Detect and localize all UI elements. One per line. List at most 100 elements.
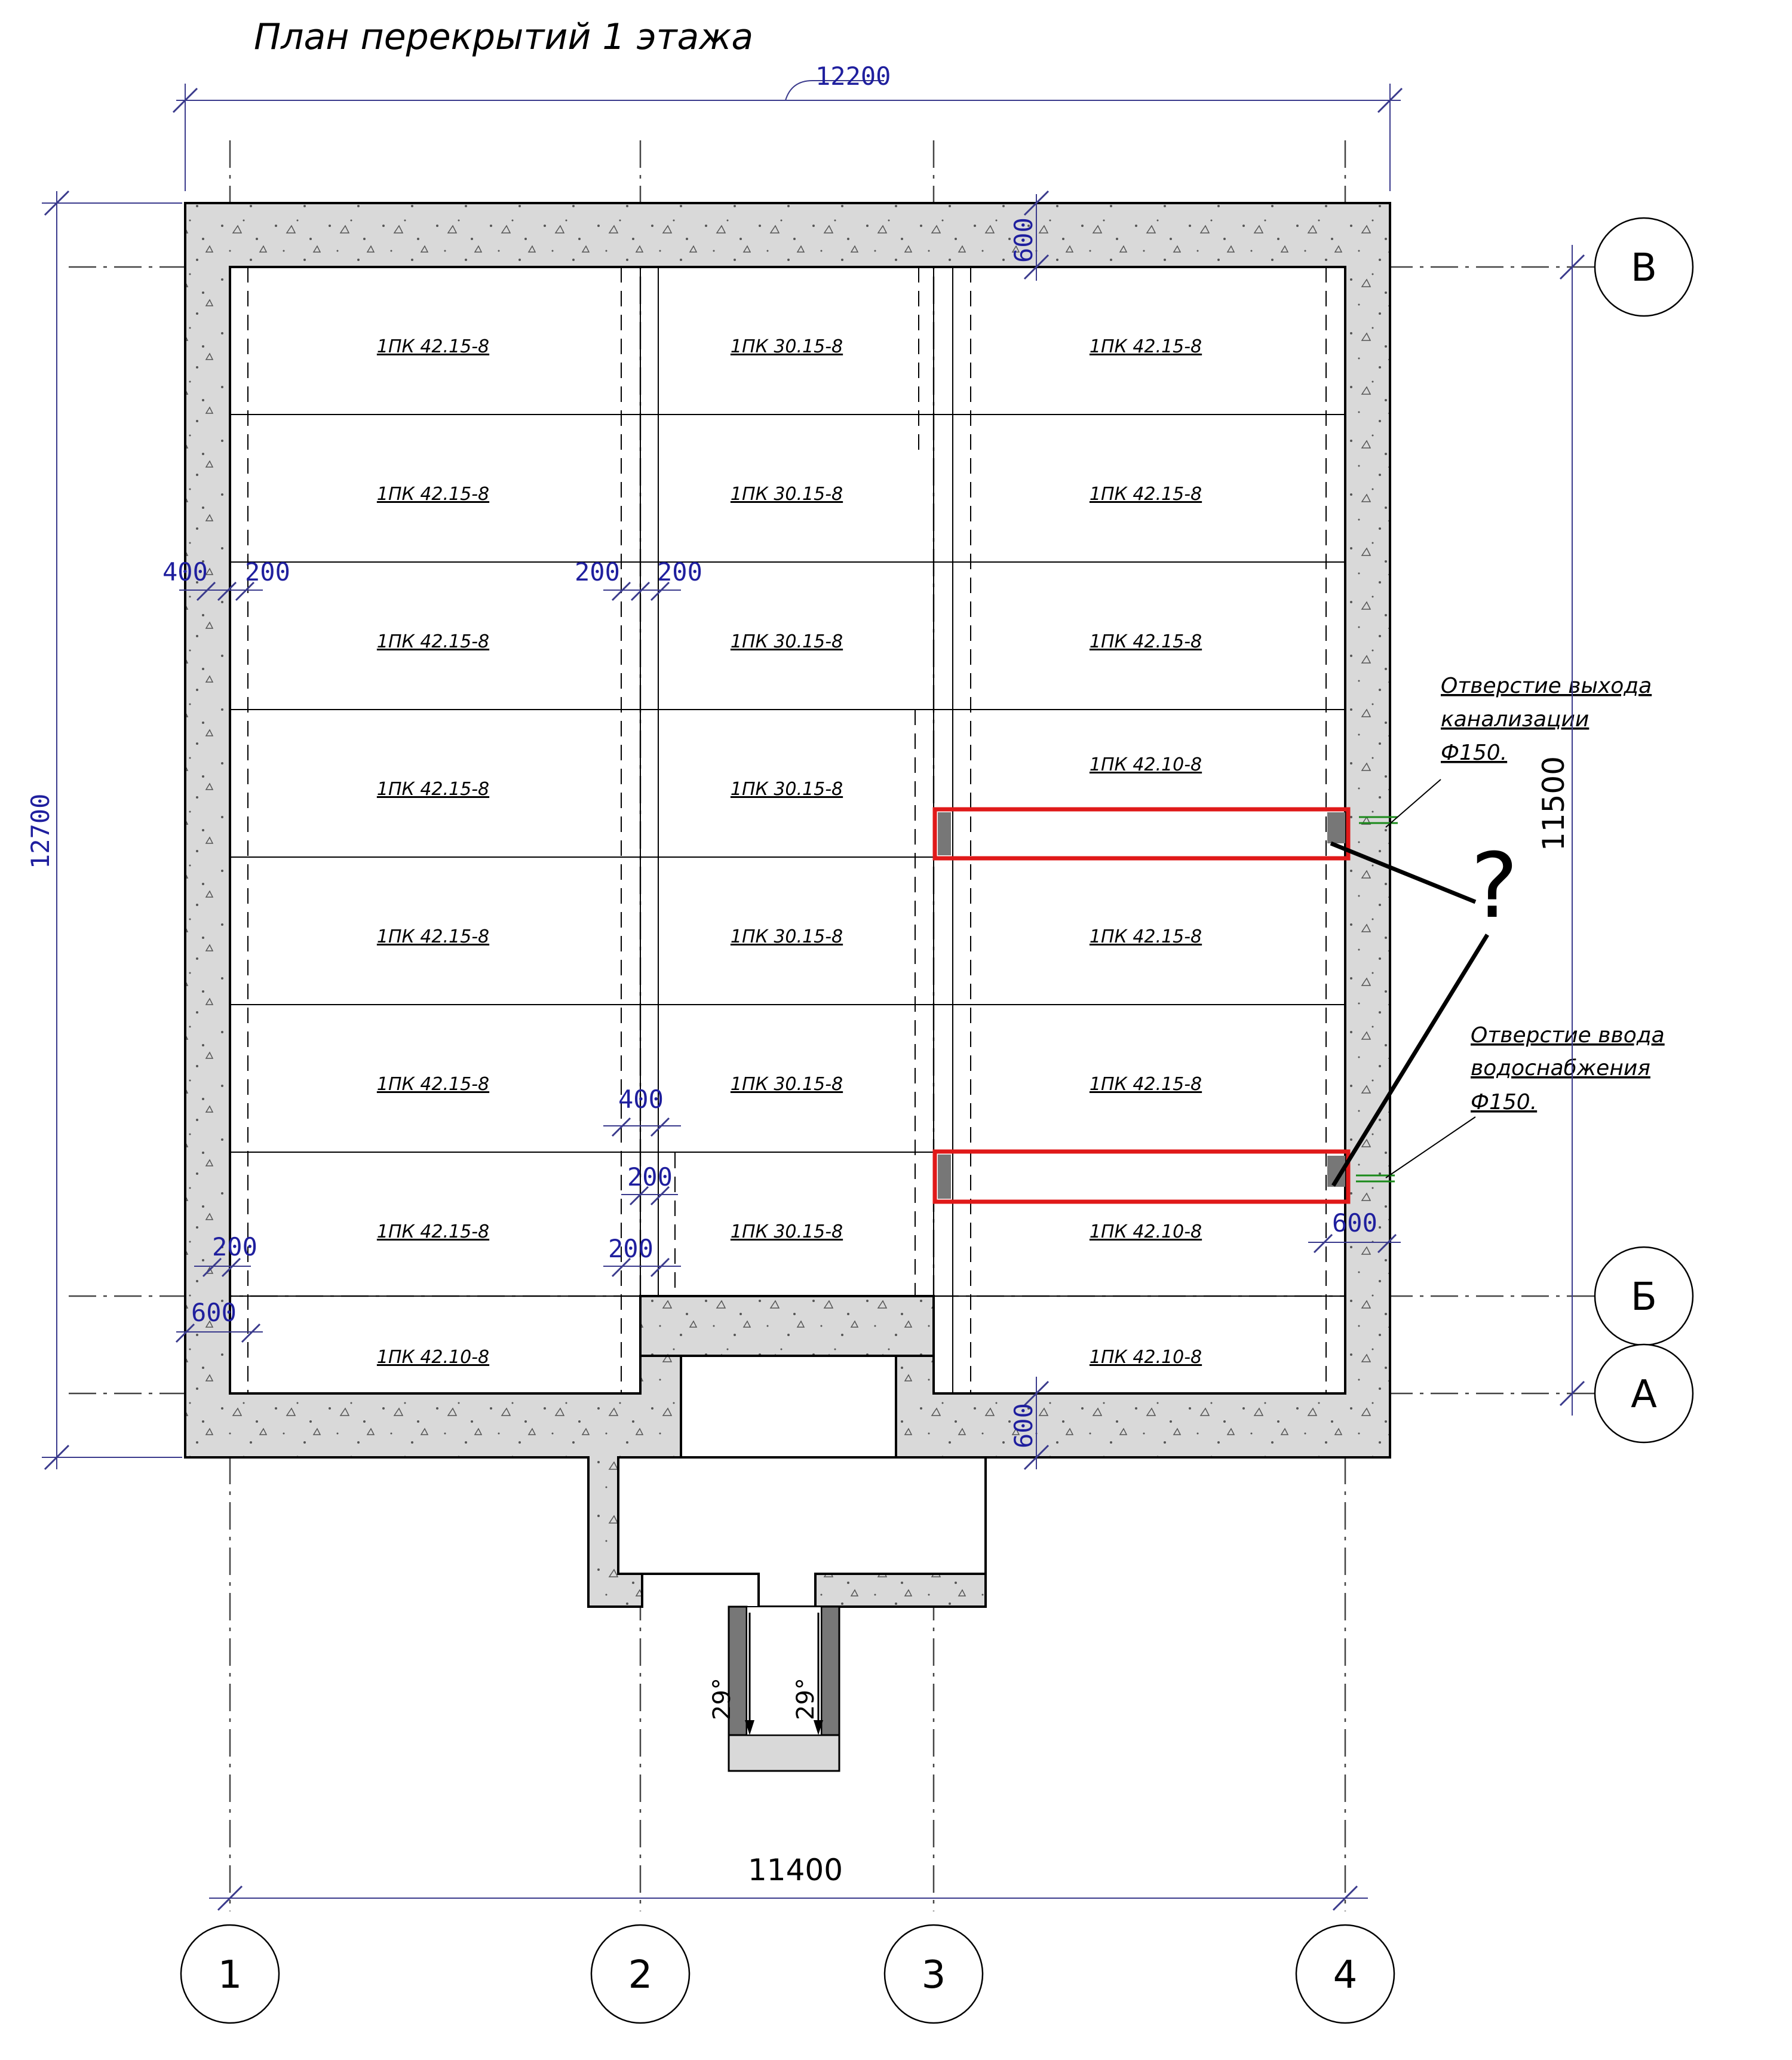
gap-fill-lower-left bbox=[938, 1155, 951, 1199]
slab-label: 1ПК 42.15-8 bbox=[1090, 336, 1202, 357]
dim-tick bbox=[196, 581, 216, 601]
grid-bubble-a bbox=[1594, 1343, 1694, 1444]
dim-tick bbox=[1559, 254, 1585, 280]
dim-tick bbox=[611, 1117, 631, 1137]
stair-landing bbox=[728, 1734, 840, 1772]
water-note-leader bbox=[1385, 1116, 1476, 1178]
grid-bubble-1 bbox=[180, 1924, 280, 2024]
dim-tick bbox=[44, 1444, 70, 1470]
dim-tick bbox=[650, 581, 670, 601]
dim-axis-height: 11500 bbox=[1536, 756, 1571, 851]
grid-bubble-4 bbox=[1295, 1924, 1395, 2024]
dim-tick bbox=[1332, 1885, 1358, 1911]
middle-cross-wall bbox=[639, 1295, 935, 1357]
dim-600-lower-left: 600 bbox=[191, 1298, 237, 1327]
slab-label: 1ПК 42.15-8 bbox=[377, 336, 489, 357]
stair-arrowhead-right bbox=[814, 1720, 823, 1735]
dim-tick bbox=[611, 581, 631, 601]
slab-label: 1ПК 30.15-8 bbox=[731, 926, 843, 947]
stair-angle-left: 29° bbox=[708, 1678, 736, 1720]
dim-tick bbox=[172, 87, 198, 113]
dim-tick bbox=[650, 1117, 670, 1137]
slab-label: 1ПК 42.15-8 bbox=[377, 484, 489, 505]
dim-tick bbox=[44, 190, 70, 216]
dim-200-mid-b: 200 bbox=[657, 557, 702, 587]
grid-label-2: 2 bbox=[628, 1953, 653, 1997]
dim-tick bbox=[175, 1323, 195, 1343]
dim-tick bbox=[217, 581, 237, 601]
dim-600-bottom: 600 bbox=[1009, 1403, 1038, 1448]
dim-tick bbox=[241, 1323, 261, 1343]
dim-tick bbox=[1313, 1233, 1333, 1254]
dim-tick bbox=[629, 1186, 649, 1206]
slab-label: 1ПК 42.15-8 bbox=[1090, 1074, 1202, 1095]
slab-label: 1ПК 30.15-8 bbox=[731, 484, 843, 505]
drawing-title: План перекрытий 1 этажа bbox=[254, 16, 753, 58]
dim-200-left: 200 bbox=[245, 557, 290, 587]
grid-label-a: А bbox=[1631, 1373, 1657, 1417]
gap-fill-upper-right bbox=[1327, 812, 1345, 843]
grid-label-v: В bbox=[1631, 246, 1657, 290]
dim-tick bbox=[1023, 190, 1050, 216]
sewer-note-line: Ф150. bbox=[1441, 741, 1507, 765]
water-note: Отверстие ввода водоснабжения Ф150. bbox=[1385, 1023, 1665, 1178]
dim-tick bbox=[202, 1257, 222, 1278]
dim-leader bbox=[785, 80, 884, 101]
grid-bubble-2 bbox=[590, 1924, 691, 2024]
slab-label: 1ПК 42.15-8 bbox=[377, 926, 489, 947]
slab-label: 1ПК 42.15-8 bbox=[1090, 631, 1202, 652]
water-note-line: водоснабжения bbox=[1471, 1056, 1650, 1080]
water-note-line: Ф150. bbox=[1471, 1090, 1537, 1115]
dim-tick bbox=[630, 581, 650, 601]
highlight-box-upper bbox=[932, 807, 1351, 861]
dim-tick bbox=[1559, 1380, 1585, 1407]
dim-overall-height: 12700 bbox=[26, 794, 55, 869]
slab-label: 1ПК 42.15-8 bbox=[377, 1221, 489, 1242]
sewer-note-leader bbox=[1385, 779, 1441, 828]
dim-tick bbox=[1377, 1233, 1397, 1254]
slab-label: 1ПК 42.15-8 bbox=[377, 1074, 489, 1095]
slab-label: 1ПК 42.15-8 bbox=[377, 631, 489, 652]
slab-label: 1ПК 30.15-8 bbox=[731, 779, 843, 800]
slab-label: 1ПК 42.15-8 bbox=[1090, 926, 1202, 947]
dim-600-right: 600 bbox=[1332, 1208, 1377, 1238]
sewer-note: Отверстие выхода канализации Ф150. bbox=[1385, 674, 1652, 828]
dim-tick bbox=[217, 1885, 243, 1911]
question-leader-upper bbox=[1330, 841, 1477, 904]
grid-label-4: 4 bbox=[1333, 1953, 1358, 1997]
dim-tick bbox=[1023, 1380, 1050, 1407]
slab-labels: 1ПК 42.15-8 1ПК 42.15-8 1ПК 42.15-8 1ПК … bbox=[377, 336, 1202, 1368]
stair-opening bbox=[746, 1606, 822, 1736]
slab-label: 1ПК 30.15-8 bbox=[731, 631, 843, 652]
grid-bubbles: 1 2 3 4 В Б А bbox=[180, 217, 1694, 2024]
dim-400-left: 400 bbox=[162, 557, 208, 587]
gap-fill-upper-left bbox=[938, 812, 951, 855]
dim-tick bbox=[221, 1257, 241, 1278]
foundation-walls bbox=[184, 202, 1391, 1608]
dim-200-mid-a: 200 bbox=[575, 557, 620, 587]
dim-tick bbox=[650, 1186, 670, 1206]
stair-angle-right: 29° bbox=[792, 1678, 820, 1720]
question-mark: ? bbox=[1471, 834, 1518, 938]
slab-label: 1ПК 42.10-8 bbox=[377, 1347, 489, 1368]
slab-label: 1ПК 42.15-8 bbox=[377, 779, 489, 800]
grid-label-3: 3 bbox=[922, 1953, 946, 1997]
grid-label-1: 1 bbox=[218, 1953, 243, 1997]
entrance-stair: 29° 29° bbox=[708, 1605, 840, 1772]
dim-tick bbox=[1377, 87, 1403, 113]
dim-overall-width: 12200 bbox=[815, 62, 891, 91]
sewer-note-line: канализации bbox=[1441, 707, 1589, 732]
grid-label-b: Б bbox=[1631, 1275, 1657, 1319]
dim-400-lower: 400 bbox=[618, 1085, 664, 1114]
slab-label: 1ПК 42.10-8 bbox=[1090, 1347, 1202, 1368]
highlight-box-lower bbox=[932, 1149, 1351, 1204]
grid-bubble-3 bbox=[883, 1924, 984, 2024]
slab-label: 1ПК 30.15-8 bbox=[731, 1074, 843, 1095]
dim-200-lower-left: 200 bbox=[212, 1232, 257, 1261]
slab-label: 1ПК 30.15-8 bbox=[731, 1221, 843, 1242]
dimensions: 12200 12700 11500 11400 400 200 200 200 bbox=[26, 62, 1585, 1911]
sewer-note-line: Отверстие выхода bbox=[1441, 674, 1652, 698]
dim-tick bbox=[235, 581, 255, 601]
slab-label: 1ПК 42.15-8 bbox=[1090, 484, 1202, 505]
